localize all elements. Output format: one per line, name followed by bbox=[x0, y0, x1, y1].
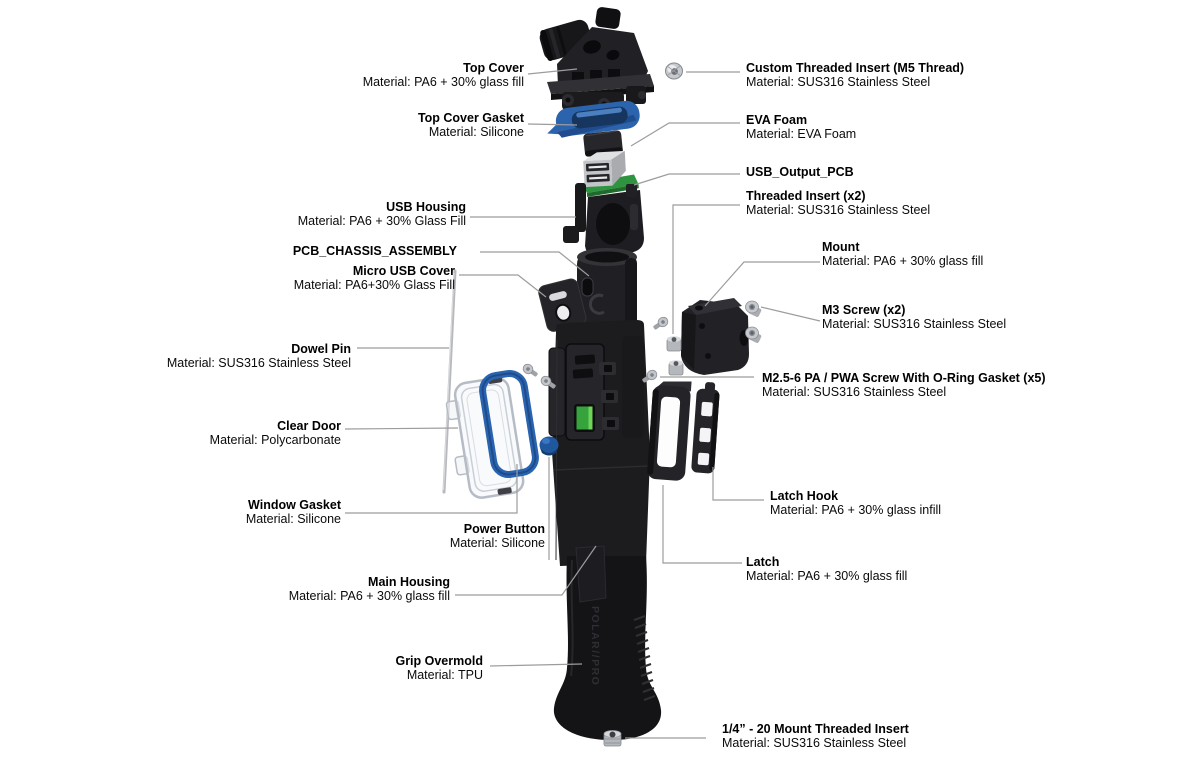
latch-hook-part bbox=[691, 382, 720, 474]
label-top-cover: Top Cover Material: PA6 + 30% glass fill bbox=[363, 61, 524, 89]
part-material: Material: Silicone bbox=[449, 536, 545, 550]
leader-clear-door bbox=[344, 427, 459, 430]
leader-threaded-insert bbox=[672, 204, 740, 334]
part-material: Material: PA6 + 30% glass fill bbox=[288, 589, 450, 603]
leader-mount bbox=[704, 261, 820, 307]
top-cover-gasket-part bbox=[547, 100, 640, 138]
label-custom-threaded-insert: Custom Threaded Insert (M5 Thread) Mater… bbox=[746, 61, 964, 89]
part-name: Dowel Pin bbox=[291, 342, 351, 356]
label-m3-screw: M3 Screw (x2) Material: SUS316 Stainless… bbox=[822, 303, 1006, 331]
label-m25-screw: M2.5-6 PA / PWA Screw With O-Ring Gasket… bbox=[762, 371, 1046, 399]
part-material: Material: SUS316 Stainless Steel bbox=[822, 317, 1007, 331]
usb-output-pcb-part bbox=[582, 150, 639, 197]
part-material: Material: SUS316 Stainless Steel bbox=[166, 356, 351, 370]
grip-ribs bbox=[633, 615, 656, 701]
leader-latch bbox=[662, 485, 742, 564]
part-name: Window Gasket bbox=[248, 498, 341, 512]
label-latch: Latch Material: PA6 + 30% glass fill bbox=[746, 555, 907, 583]
part-name: Latch Hook bbox=[770, 489, 839, 503]
label-threaded-insert: Threaded Insert (x2) Material: SUS316 St… bbox=[746, 189, 930, 217]
part-name: Main Housing bbox=[368, 575, 450, 589]
label-micro-usb-cover: Micro USB Cover Material: PA6+30% Glass … bbox=[294, 264, 455, 292]
label-eva-foam: EVA Foam Material: EVA Foam bbox=[746, 113, 856, 141]
top-cover-part bbox=[539, 7, 654, 110]
label-main-housing: Main Housing Material: PA6 + 30% glass f… bbox=[289, 575, 450, 603]
latch-part bbox=[647, 381, 692, 481]
label-clear-door: Clear Door Material: Polycarbonate bbox=[210, 419, 341, 447]
part-name: M3 Screw (x2) bbox=[822, 303, 906, 317]
part-material: Material: PA6 + 30% glass fill bbox=[746, 569, 908, 583]
grip-overmold-part: POLAR//PRO bbox=[553, 545, 662, 741]
label-usb-output-pcb: USB_Output_PCB bbox=[746, 165, 854, 179]
part-material: Material: SUS316 Stainless Steel bbox=[746, 203, 931, 217]
part-material: Material: PA6 + 30% glass fill bbox=[822, 254, 984, 268]
part-name: Micro USB Cover bbox=[352, 264, 455, 278]
leader-top-cover bbox=[527, 68, 578, 75]
part-name: 1/4” - 20 Mount Threaded Insert bbox=[722, 722, 909, 736]
label-pcb-chassis-assembly: PCB_CHASSIS_ASSEMBLY bbox=[293, 244, 457, 258]
part-name: USB Housing bbox=[386, 200, 466, 214]
part-material: Material: TPU bbox=[406, 668, 483, 682]
threaded-insert-part bbox=[666, 336, 684, 376]
leader-grip-overmold bbox=[489, 663, 583, 667]
label-usb-housing: USB Housing Material: PA6 + 30% Glass Fi… bbox=[298, 200, 466, 228]
part-material: Material: Polycarbonate bbox=[209, 433, 341, 447]
label-quarter-20-insert: 1/4” - 20 Mount Threaded Insert Material… bbox=[722, 722, 909, 750]
label-latch-hook: Latch Hook Material: PA6 + 30% glass inf… bbox=[770, 489, 941, 517]
leader-usb-output-pcb bbox=[633, 173, 740, 186]
label-window-gasket: Window Gasket Material: Silicone bbox=[246, 498, 341, 526]
part-name: Top Cover bbox=[463, 61, 524, 75]
custom-threaded-insert-part bbox=[665, 62, 683, 80]
part-material: Material: SUS316 Stainless Steel bbox=[762, 385, 947, 399]
label-dowel-pin: Dowel Pin Material: SUS316 Stainless Ste… bbox=[167, 342, 351, 370]
leader-eva-foam bbox=[630, 122, 740, 147]
part-name: M2.5-6 PA / PWA Screw With O-Ring Gasket… bbox=[762, 371, 1046, 385]
leader-micro-usb-cover bbox=[459, 274, 547, 298]
part-name: Latch bbox=[746, 555, 780, 569]
part-name: Grip Overmold bbox=[395, 654, 483, 668]
main-housing-part bbox=[548, 320, 650, 566]
part-name: Power Button bbox=[463, 522, 545, 536]
part-material: Material: PA6+30% Glass Fill bbox=[293, 278, 455, 292]
part-name: Mount bbox=[822, 240, 860, 254]
label-top-cover-gasket: Top Cover Gasket Material: Silicone bbox=[418, 111, 524, 139]
quarter-20-insert-part bbox=[603, 730, 622, 747]
micro-usb-cover-part bbox=[538, 278, 587, 332]
label-grip-overmold: Grip Overmold Material: TPU bbox=[395, 654, 483, 682]
part-name: PCB_CHASSIS_ASSEMBLY bbox=[292, 244, 457, 258]
part-material: Material: Silicone bbox=[245, 512, 341, 526]
part-material: Material: PA6 + 30% glass fill bbox=[362, 75, 524, 89]
leader-main-housing bbox=[455, 545, 597, 596]
leader-pcb-chassis-assembly bbox=[480, 251, 590, 277]
part-name: Threaded Insert (x2) bbox=[746, 189, 866, 203]
m25-screw-part bbox=[522, 316, 669, 389]
part-name: Clear Door bbox=[277, 419, 341, 433]
leader-m3-screw bbox=[760, 306, 821, 322]
m3-screw-part bbox=[745, 300, 762, 343]
leader-latch-hook bbox=[712, 467, 764, 501]
part-material: Material: PA6 + 30% glass infill bbox=[770, 503, 942, 517]
leader-lines bbox=[344, 68, 821, 739]
part-name: EVA Foam bbox=[746, 113, 808, 127]
part-material: Material: Silicone bbox=[428, 125, 524, 139]
part-material: Material: SUS316 Stainless Steel bbox=[722, 736, 907, 750]
part-name: USB_Output_PCB bbox=[746, 165, 854, 179]
label-mount: Mount Material: PA6 + 30% glass fill bbox=[822, 240, 983, 268]
grip-brand-text: POLAR//PRO bbox=[589, 606, 601, 686]
leader-top-cover-gasket bbox=[527, 123, 578, 126]
dowel-pin-part bbox=[442, 269, 457, 494]
leader-window-gasket bbox=[345, 464, 518, 514]
part-name: Top Cover Gasket bbox=[417, 111, 524, 125]
part-material: Material: EVA Foam bbox=[746, 127, 857, 141]
part-material: Material: PA6 + 30% Glass Fill bbox=[297, 214, 466, 228]
part-name: Custom Threaded Insert (M5 Thread) bbox=[746, 61, 965, 75]
power-button-part bbox=[539, 436, 559, 456]
label-power-button: Power Button Material: Silicone bbox=[450, 522, 545, 550]
usb-housing-part bbox=[563, 183, 644, 257]
mount-part bbox=[681, 298, 749, 375]
part-material: Material: SUS316 Stainless Steel bbox=[746, 75, 931, 89]
